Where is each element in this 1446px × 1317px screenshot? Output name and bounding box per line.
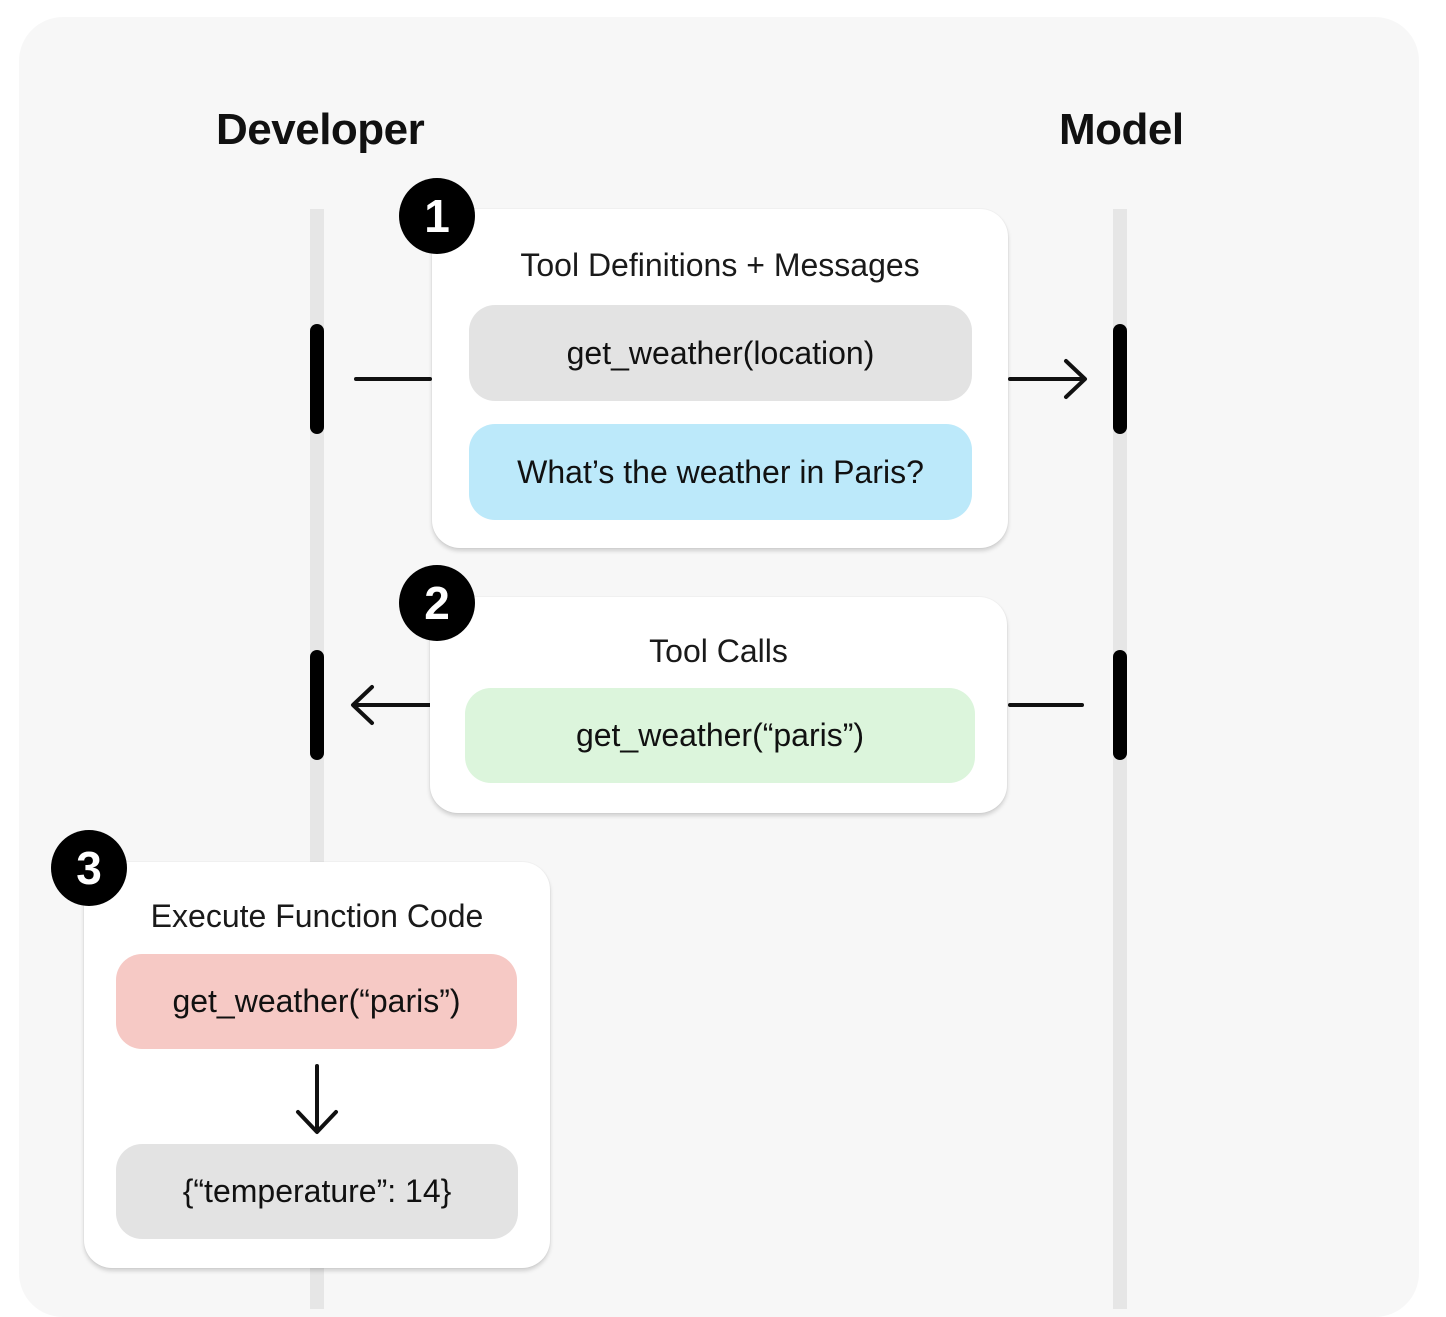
step1-card: Tool Definitions + Messages get_weather(…: [432, 209, 1008, 548]
tool-call-pill: get_weather(“paris”): [465, 688, 975, 783]
function-result-pill: {“temperature”: 14}: [116, 1144, 518, 1239]
step3-title: Execute Function Code: [150, 898, 484, 934]
user-message-pill: What’s the weather in Paris?: [469, 424, 972, 520]
step2-title: Tool Calls: [649, 633, 788, 669]
step1-number-badge: 1: [399, 178, 475, 254]
step2-connector-line: [1008, 703, 1084, 707]
step3-number-badge: 3: [51, 830, 127, 906]
step2-number-badge: 2: [399, 565, 475, 641]
developer-activation-1: [310, 324, 324, 434]
step1-title: Tool Definitions + Messages: [520, 247, 920, 283]
step1-connector-line: [354, 377, 432, 381]
left-arrow-icon: [351, 685, 432, 725]
developer-column-title: Developer: [216, 105, 425, 154]
developer-activation-2: [310, 650, 324, 760]
model-column-title: Model: [1059, 105, 1184, 154]
down-arrow-icon: [296, 1064, 338, 1134]
step2-card: Tool Calls get_weather(“paris”): [430, 597, 1007, 813]
right-arrow-icon: [1008, 359, 1087, 399]
function-execution-pill: get_weather(“paris”): [116, 954, 517, 1049]
tool-definition-pill: get_weather(location): [469, 305, 972, 401]
step3-card: Execute Function Code get_weather(“paris…: [84, 862, 550, 1268]
model-activation-2: [1113, 650, 1127, 760]
model-activation-1: [1113, 324, 1127, 434]
